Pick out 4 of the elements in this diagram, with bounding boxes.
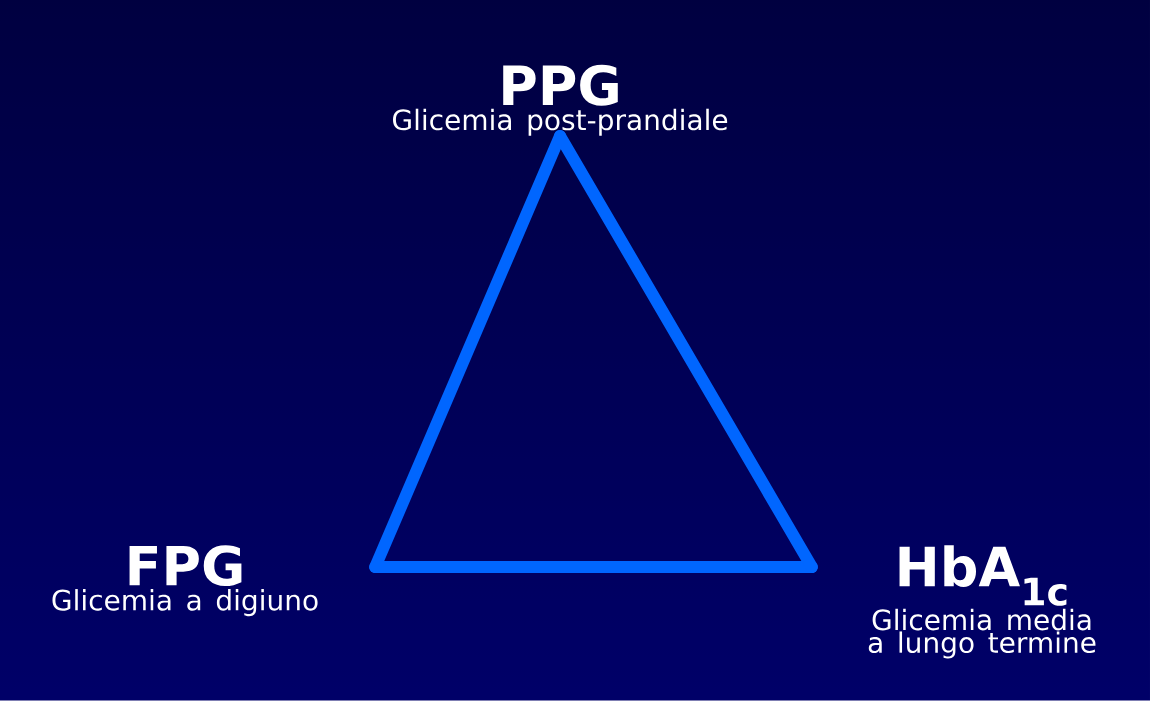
vertex-label: PPG Glicemia post-prandiale (393, 64, 728, 136)
vertex-label: FPG Glicemia a digiuno (52, 545, 318, 617)
triangle-side (554, 130, 818, 573)
vertex-label: HbA$_{1c}$ Glicemia media a lungo termine (868, 545, 1096, 659)
